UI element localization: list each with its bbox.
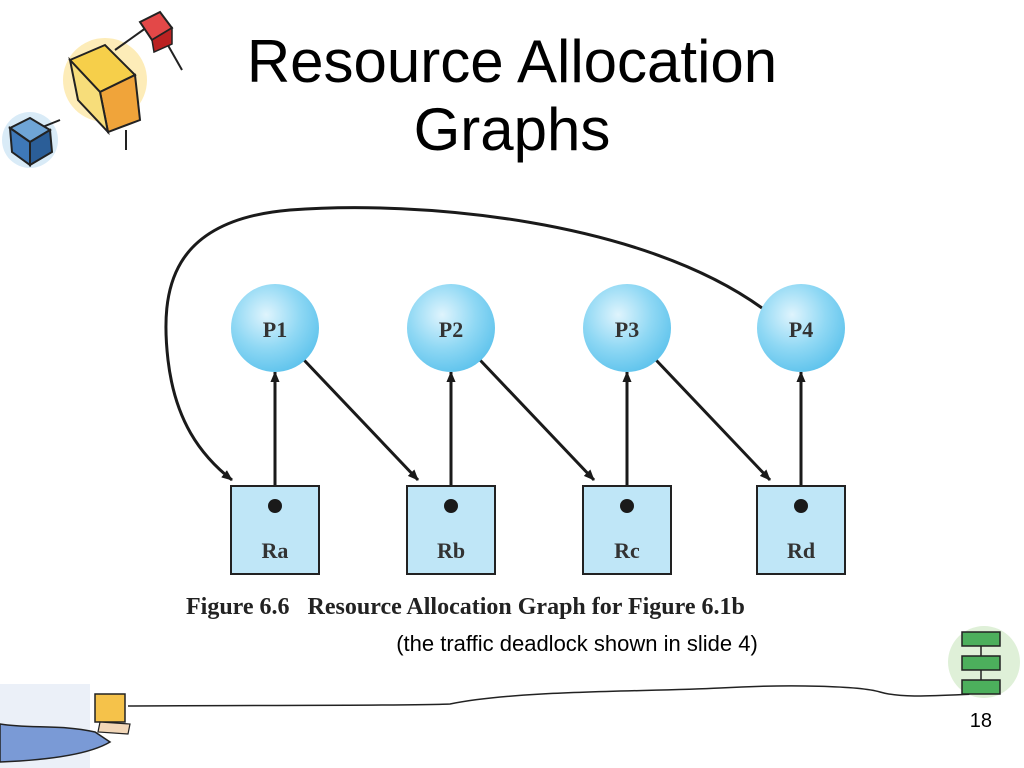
process-node-p1: P1 bbox=[231, 284, 319, 372]
title-line-2: Graphs bbox=[413, 96, 611, 163]
process-node-p2: P2 bbox=[407, 284, 495, 372]
resource-node-rd: Rd bbox=[756, 485, 846, 575]
figure-number: Figure 6.6 bbox=[186, 594, 290, 620]
process-node-p4: P4 bbox=[757, 284, 845, 372]
process-node-p3: P3 bbox=[583, 284, 671, 372]
slide-title: Resource Allocation Graphs bbox=[0, 28, 1024, 164]
process-label-p4: P4 bbox=[789, 317, 813, 342]
resource-label-rd: Rd bbox=[787, 538, 815, 563]
process-label-p2: P2 bbox=[439, 317, 463, 342]
resource-node-ra: Ra bbox=[230, 485, 320, 575]
resource-label-ra: Ra bbox=[262, 538, 289, 563]
edge-p1-rb bbox=[302, 358, 420, 482]
flowchart-clipart bbox=[948, 626, 1020, 698]
edge-p3-rd bbox=[654, 358, 772, 482]
hand-with-box-clipart bbox=[0, 684, 131, 768]
resource-node-rc: Rc bbox=[582, 485, 672, 575]
process-label-p3: P3 bbox=[615, 317, 639, 342]
edge-p2-rc bbox=[478, 358, 596, 482]
resource-label-rc: Rc bbox=[614, 538, 640, 563]
figure-subcaption: (the traffic deadlock shown in slide 4) bbox=[396, 631, 758, 656]
page-number: 18 bbox=[969, 710, 992, 732]
cubes-clipart bbox=[2, 10, 183, 168]
title-line-1: Resource Allocation bbox=[246, 28, 778, 95]
resource-node-rb: Rb bbox=[406, 485, 496, 575]
process-label-p1: P1 bbox=[263, 317, 287, 342]
figure-caption: Figure 6.6 Resource Allocation Graph for … bbox=[186, 594, 745, 621]
resource-allocation-graph: P1 P2 P3 P4 Ra Rb Rc Rd bbox=[164, 206, 846, 575]
edge-p4-ra bbox=[164, 206, 763, 482]
bottom-rule-line bbox=[127, 685, 976, 707]
figure-caption-text: Resource Allocation Graph for Figure 6.1… bbox=[307, 594, 745, 620]
resource-label-rb: Rb bbox=[437, 538, 465, 563]
